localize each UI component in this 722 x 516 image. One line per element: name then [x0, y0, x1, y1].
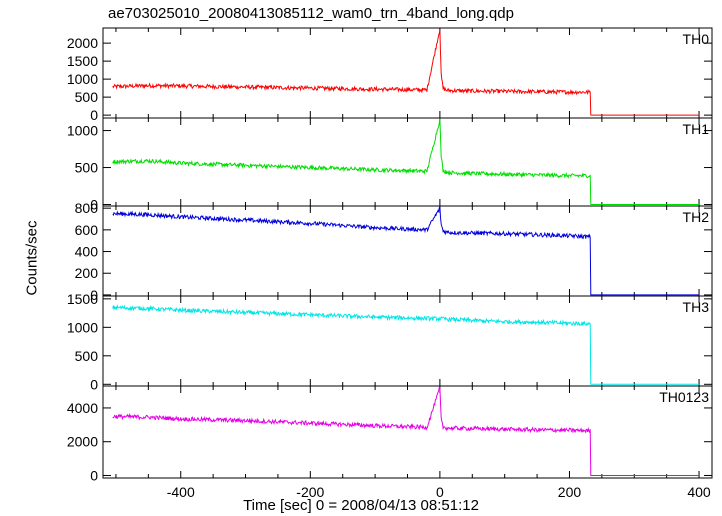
panel-frame — [102, 295, 713, 387]
panel-frame — [102, 27, 713, 119]
x-tick-label: -400 — [167, 484, 195, 500]
x-axis-label: Time [sec] 0 = 2008/04/13 08:51:12 — [243, 497, 479, 514]
y-tick-label: 1000 — [67, 71, 98, 87]
x-tick-label: 200 — [558, 484, 582, 500]
y-tick-label: 4000 — [67, 400, 98, 416]
y-tick-label: 0 — [90, 197, 98, 213]
chart-title: ae703025010_20080413085112_wam0_trn_4ban… — [108, 5, 514, 22]
x-tick-label: 400 — [687, 484, 711, 500]
y-tick-label: 1000 — [67, 123, 98, 139]
series-line-th2 — [112, 204, 699, 296]
y-tick-label: 2000 — [67, 434, 98, 450]
series-line-th1 — [112, 118, 699, 205]
y-tick-label: 1500 — [67, 291, 98, 307]
y-tick-label: 500 — [75, 89, 99, 105]
x-tick-label: -200 — [296, 484, 324, 500]
y-tick-label: 500 — [75, 160, 99, 176]
y-tick-label: 400 — [75, 244, 99, 260]
series-line-th0 — [112, 30, 699, 116]
series-line-th0123 — [112, 386, 699, 476]
y-tick-label: 500 — [75, 348, 99, 364]
panel-label: TH0123 — [659, 389, 709, 405]
panel-label: TH1 — [683, 121, 710, 137]
y-tick-label: 600 — [75, 222, 99, 238]
panel-label: TH3 — [683, 299, 710, 315]
y-tick-label: 1500 — [67, 53, 98, 69]
panel-frame — [102, 205, 713, 297]
panel-frame — [102, 117, 713, 207]
y-tick-label: 0 — [90, 107, 98, 123]
x-tick-label: 0 — [436, 484, 444, 500]
y-tick-label: 0 — [90, 467, 98, 483]
y-tick-label: 200 — [75, 265, 99, 281]
panel-label: TH0 — [683, 31, 710, 47]
panel-frame — [102, 385, 713, 479]
y-tick-label: 0 — [90, 287, 98, 303]
y-tick-label: 2000 — [67, 35, 98, 51]
y-tick-label: 800 — [75, 200, 99, 216]
y-tick-label: 0 — [90, 376, 98, 392]
series-line-th3 — [112, 304, 699, 385]
y-tick-label: 1000 — [67, 319, 98, 335]
panel-label: TH2 — [683, 209, 710, 225]
